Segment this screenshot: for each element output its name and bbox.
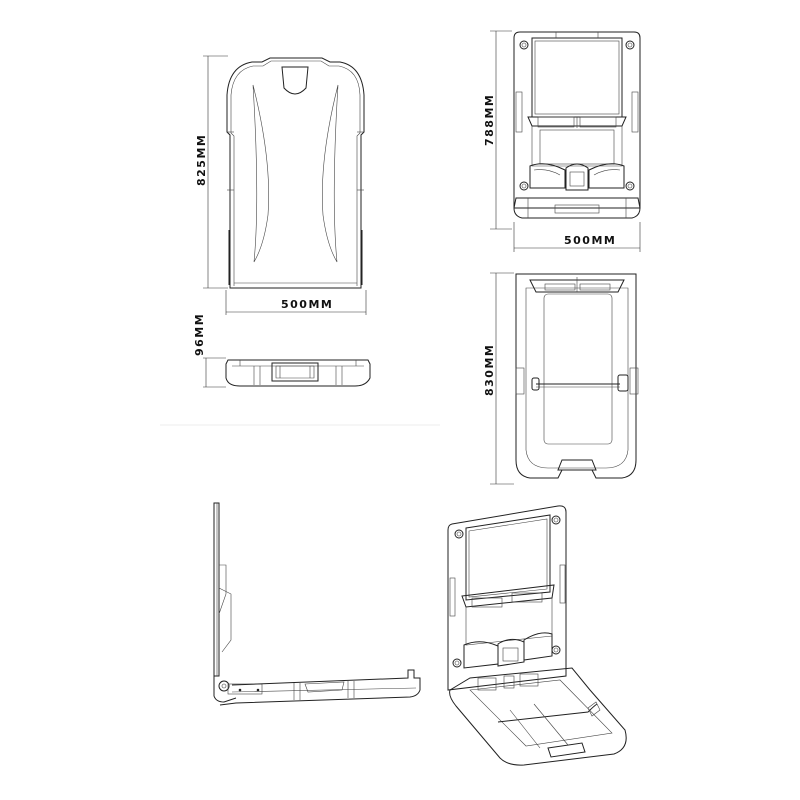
front-closed-view <box>226 57 365 289</box>
side-closed-view <box>225 359 371 387</box>
dimension-788mm: 788MM <box>483 30 512 230</box>
dim-label-825: 825MM <box>195 134 208 186</box>
dim-label-500-a: 500MM <box>281 298 333 311</box>
side-open-view <box>213 502 421 706</box>
dimension-500mm-a: 500MM <box>225 290 367 315</box>
dimension-500mm-b: 500MM <box>513 222 641 252</box>
front-open-view <box>513 31 641 219</box>
dimension-825mm: 825MM <box>195 55 228 289</box>
dim-label-788: 788MM <box>483 94 496 146</box>
dimension-830mm: 830MM <box>483 272 514 485</box>
dim-label-500-b: 500MM <box>564 234 616 247</box>
dim-label-830: 830MM <box>483 344 496 396</box>
dimension-96mm: 96MM <box>193 313 226 388</box>
isometric-view <box>447 505 627 766</box>
dim-label-96: 96MM <box>193 313 206 356</box>
top-open-view <box>515 273 639 479</box>
